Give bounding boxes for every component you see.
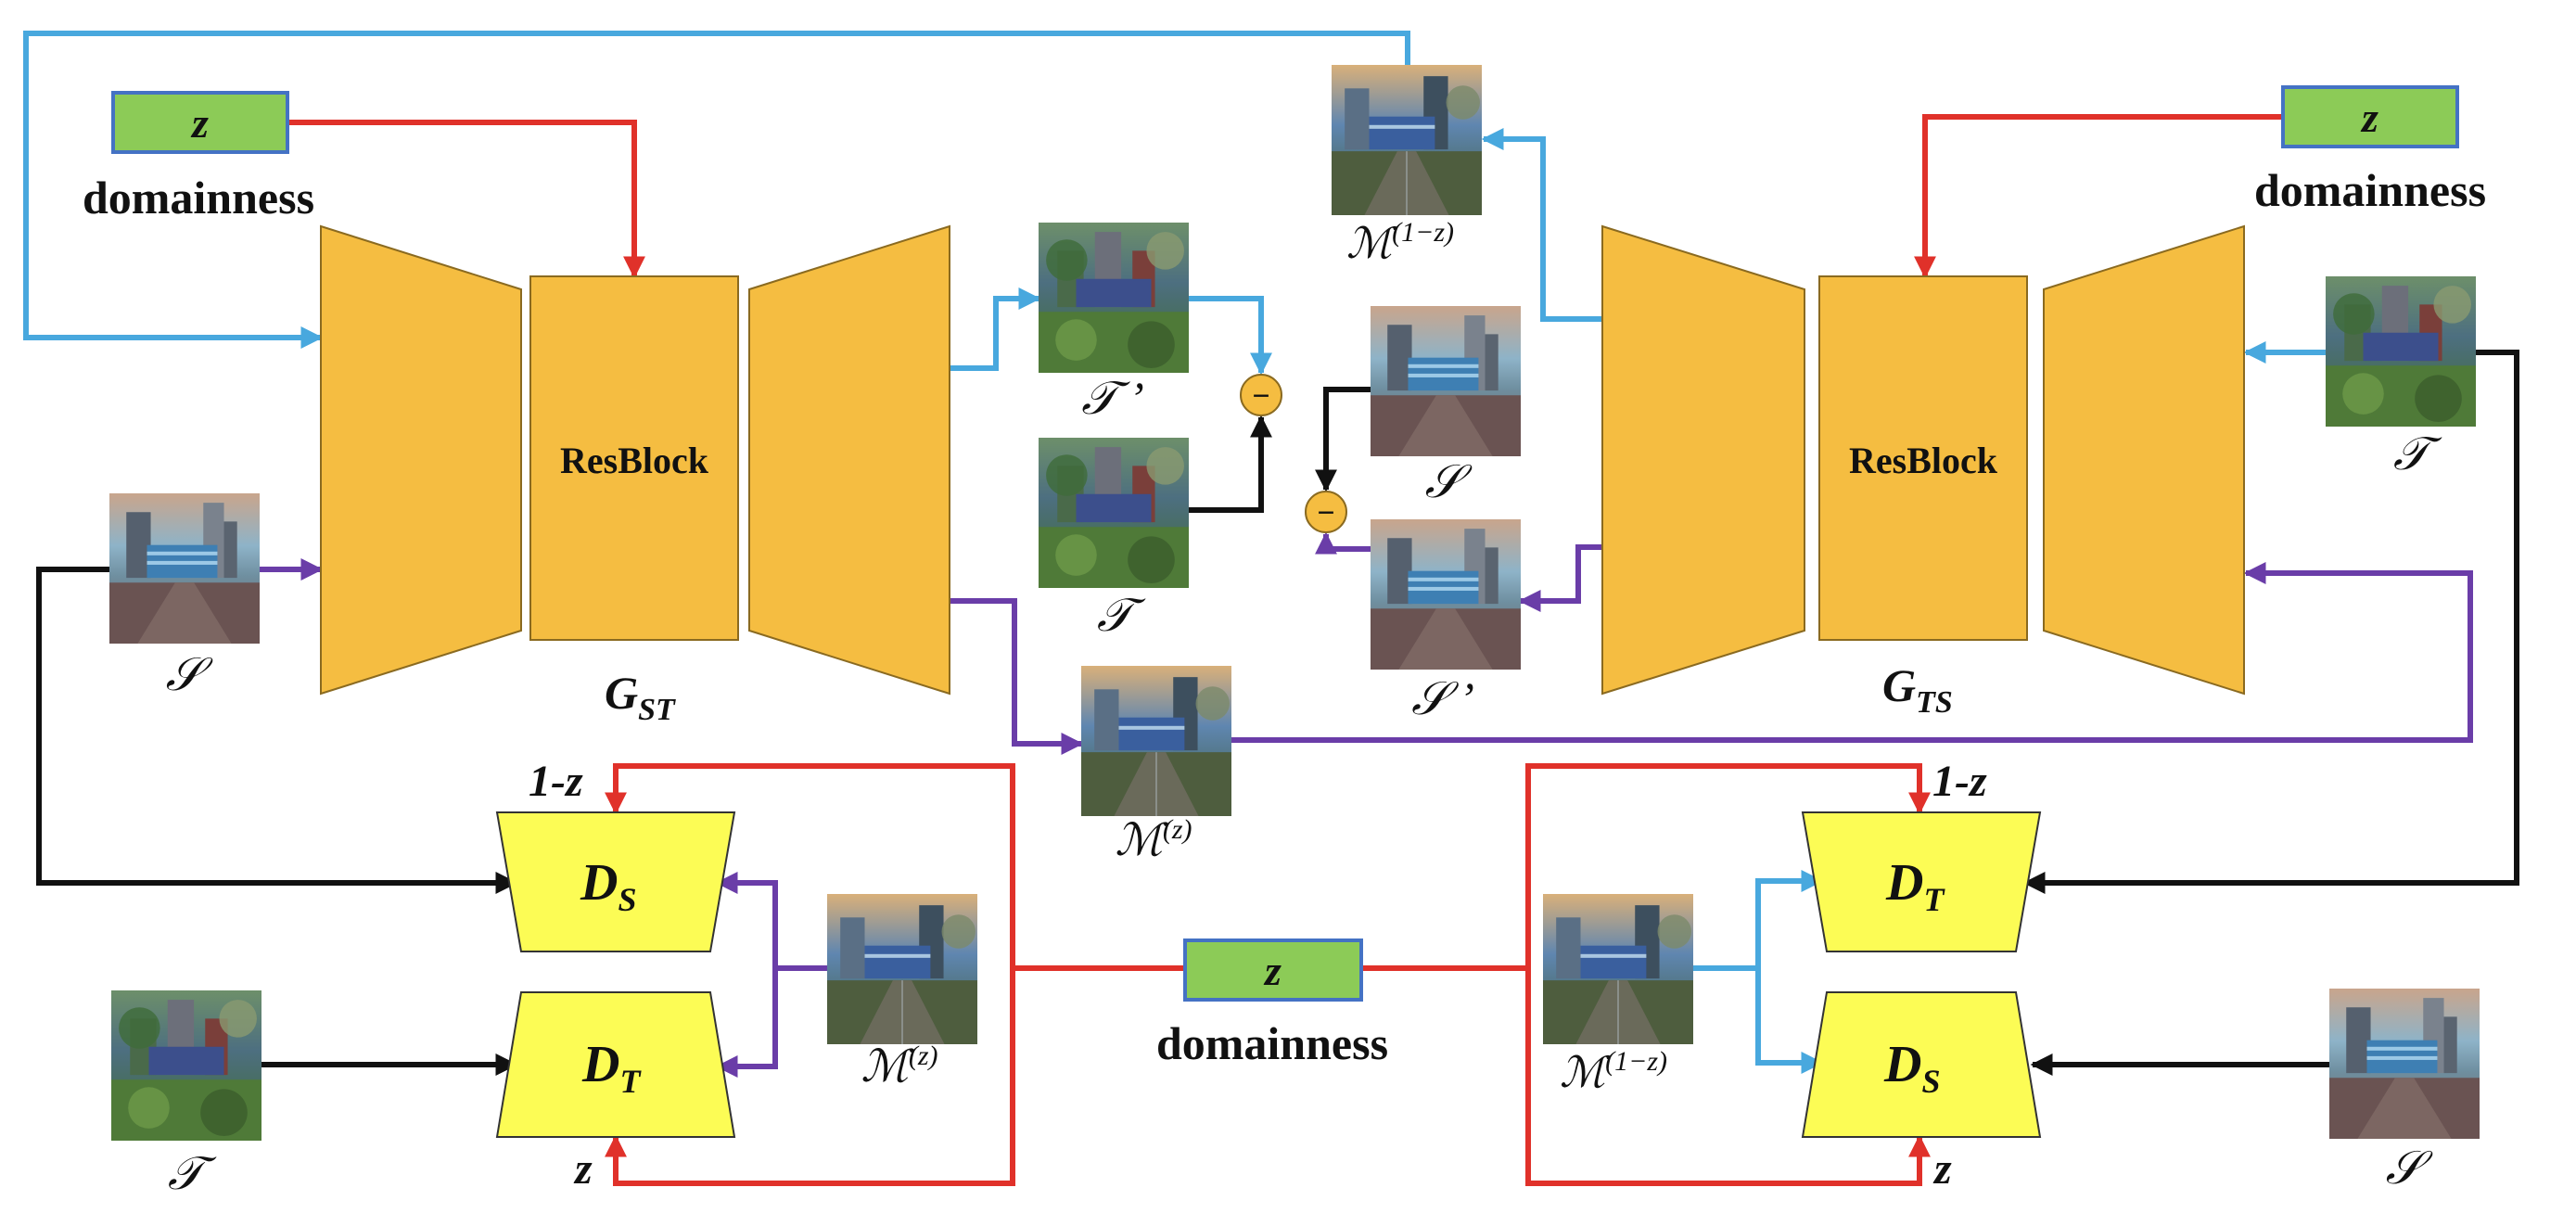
image-s-center	[1371, 306, 1521, 456]
caption-t-center: 𝒯	[1097, 589, 1146, 641]
discriminator-ds-right: DS	[1801, 991, 2042, 1138]
ds-right-shape	[1801, 991, 2042, 1138]
domainness-label-bottom: domainness	[1156, 1017, 1388, 1069]
svg-text:z: z	[2360, 94, 2378, 141]
purple-arrow-mz-to-gts	[1231, 562, 2473, 743]
caption-s-left: 𝒮	[166, 648, 214, 700]
z-label-dt-left: z	[573, 1144, 593, 1194]
purple-arrow-gts-to-sprime	[1518, 544, 1602, 612]
image-m-z-bottom	[827, 894, 977, 1044]
one-minus-z-label-right: 1-z	[1932, 757, 1987, 806]
z-box-top-left: z domainness	[83, 91, 314, 223]
domainness-label-top-right: domainness	[2254, 164, 2486, 216]
purple-arrow-gst-to-mz	[950, 598, 1084, 755]
image-t-center	[1039, 438, 1189, 588]
black-arrow-s-to-ds-left	[36, 567, 518, 894]
purple-arrow-mz-to-ds	[715, 872, 827, 971]
blue-arrow-m1z-to-gst	[23, 31, 1410, 349]
gts-resblock-label: ResBlock	[1849, 440, 1998, 481]
red-arrow-z-to-ds-left	[605, 763, 1185, 971]
image-m-1mz-bottom	[1543, 894, 1693, 1044]
z-box-bottom-center: z domainness	[1156, 938, 1388, 1069]
ds-left-shape	[495, 811, 736, 952]
ds-right-label: DS	[1883, 1036, 1940, 1100]
gts-encoder	[1601, 224, 1805, 696]
blue-arrow-m1z-to-ds	[1755, 968, 1824, 1074]
arrows-layer	[23, 31, 2519, 1186]
image-t-prime	[1039, 223, 1189, 373]
caption-s-center: 𝒮	[1425, 455, 1473, 507]
black-arrow-t-to-minus	[1189, 415, 1272, 513]
gst-label: GST	[605, 667, 676, 727]
blue-arrow-gst-to-tprime	[950, 287, 1041, 371]
gts-decoder	[2043, 224, 2245, 696]
gst-encoder	[320, 224, 522, 696]
dt-right-shape	[1801, 811, 2042, 952]
svg-text:z: z	[190, 99, 209, 147]
subtract-circle-source: −	[1305, 491, 1347, 533]
z-label-ds-right: z	[1932, 1144, 1952, 1194]
caption-s-prime: 𝒮 ’	[1411, 672, 1474, 724]
svg-text:−: −	[1317, 496, 1334, 530]
caption-m-z-center: ℳ(z)	[1116, 814, 1192, 865]
black-arrow-s-to-minus	[1315, 387, 1371, 492]
image-t-right	[2326, 276, 2476, 427]
red-arrow-z-to-dt-right	[1361, 763, 1931, 971]
caption-m-1mz-bottom: ℳ(1−z)	[1560, 1046, 1667, 1096]
ds-left-label: DS	[580, 854, 636, 918]
gts-label: GTS	[1882, 659, 1953, 720]
generator-gts: ResBlock GTS	[1601, 224, 2245, 720]
purple-arrow-sprime-to-minus	[1315, 531, 1371, 555]
subtract-circle-target: −	[1240, 374, 1282, 416]
image-t-left	[111, 990, 261, 1141]
discriminator-dt-right: DT	[1801, 811, 2042, 952]
svg-text:z: z	[1263, 947, 1282, 994]
blue-arrow-tprime-to-minus	[1189, 296, 1272, 376]
caption-t-left: 𝒯	[168, 1147, 217, 1199]
gst-decoder	[748, 224, 950, 696]
blue-arrow-gts-to-m1z	[1481, 128, 1602, 322]
red-arrow-z-to-resblock-st	[287, 120, 645, 279]
one-minus-z-label-left: 1-z	[529, 757, 583, 806]
image-m-1mz-top	[1332, 65, 1482, 215]
caption-s-right: 𝒮	[2386, 1142, 2434, 1194]
purple-arrow-mz-to-dt	[715, 968, 778, 1078]
image-m-z-center	[1081, 666, 1231, 816]
discriminator-dt-left: DT	[495, 991, 736, 1138]
dt-left-label: DT	[581, 1036, 642, 1100]
red-arrow-z-to-dt-left	[605, 968, 1015, 1186]
red-arrow-z-to-resblock-ts	[1914, 114, 2283, 279]
black-arrow-t-to-dt-right	[2022, 350, 2519, 894]
red-arrow-z-to-ds-right	[1525, 968, 1931, 1186]
image-s-prime	[1371, 519, 1521, 670]
image-s-left	[109, 493, 260, 644]
caption-t-prime: 𝒯 ’	[1081, 372, 1143, 424]
caption-t-right: 𝒯	[2393, 428, 2442, 479]
svg-text:−: −	[1252, 379, 1269, 414]
image-s-right	[2329, 989, 2480, 1139]
dt-left-shape	[495, 991, 736, 1138]
generator-gst: ResBlock GST	[320, 224, 950, 727]
blue-arrow-m1z-to-dt	[1693, 870, 1824, 971]
dt-right-label: DT	[1885, 854, 1945, 918]
caption-m-z-bottom: ℳ(z)	[861, 1041, 938, 1092]
z-box-top-right: z domainness	[2254, 85, 2486, 216]
gst-resblock	[529, 275, 739, 641]
gts-resblock	[1818, 275, 2028, 641]
caption-m-1mz-top: ℳ(1−z)	[1346, 217, 1454, 267]
domainness-label-top-left: domainness	[83, 172, 314, 223]
gst-resblock-label: ResBlock	[560, 440, 709, 481]
discriminator-ds-left: DS	[495, 811, 736, 952]
